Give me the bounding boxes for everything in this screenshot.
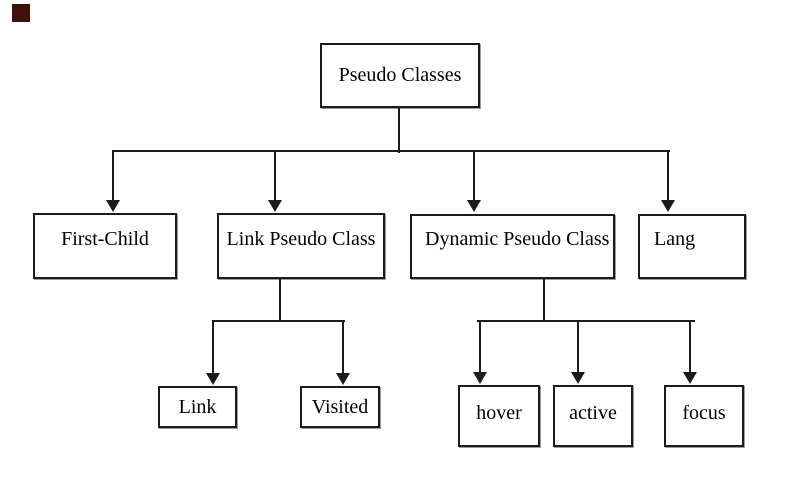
arrow-stem-focus [689, 321, 691, 372]
arrow-stem-link [212, 321, 214, 373]
arrow-stem-active [577, 321, 579, 372]
arrow-stem-lang [667, 151, 669, 201]
corner-marker [12, 4, 30, 22]
node-hover: hover [458, 385, 540, 447]
node-focus: focus [664, 385, 744, 447]
arrowhead-focus-icon [683, 372, 697, 384]
arrowhead-link-pseudo-icon [268, 200, 282, 212]
connector-link-rail [212, 320, 345, 322]
arrowhead-dynamic-pseudo-icon [467, 200, 481, 212]
connector-link-pseudo-drop [279, 278, 281, 322]
arrow-stem-hover [479, 321, 481, 372]
connector-dynamic-rail [477, 320, 695, 322]
arrowhead-link-icon [206, 373, 220, 385]
node-dynamic-pseudo-class: Dynamic Pseudo Class [410, 214, 615, 279]
node-pseudo-classes: Pseudo Classes [320, 43, 480, 108]
arrow-stem-dynamic-pseudo [473, 151, 475, 201]
node-link: Link [158, 386, 237, 428]
arrow-stem-visited [342, 321, 344, 373]
arrowhead-first-child-icon [106, 200, 120, 212]
node-first-child: First-Child [33, 213, 177, 279]
arrowhead-hover-icon [473, 372, 487, 384]
arrow-stem-first-child [112, 151, 114, 201]
connector-level1-rail [112, 150, 670, 152]
arrow-stem-link-pseudo [274, 151, 276, 201]
node-active: active [553, 385, 633, 447]
connector-dynamic-drop [543, 279, 545, 322]
node-link-pseudo-class: Link Pseudo Class [217, 213, 385, 279]
node-lang: Lang [638, 214, 746, 279]
arrowhead-visited-icon [336, 373, 350, 385]
node-visited: Visited [300, 386, 380, 428]
arrowhead-lang-icon [661, 200, 675, 212]
arrowhead-active-icon [571, 372, 585, 384]
connector-root-drop [398, 107, 400, 153]
